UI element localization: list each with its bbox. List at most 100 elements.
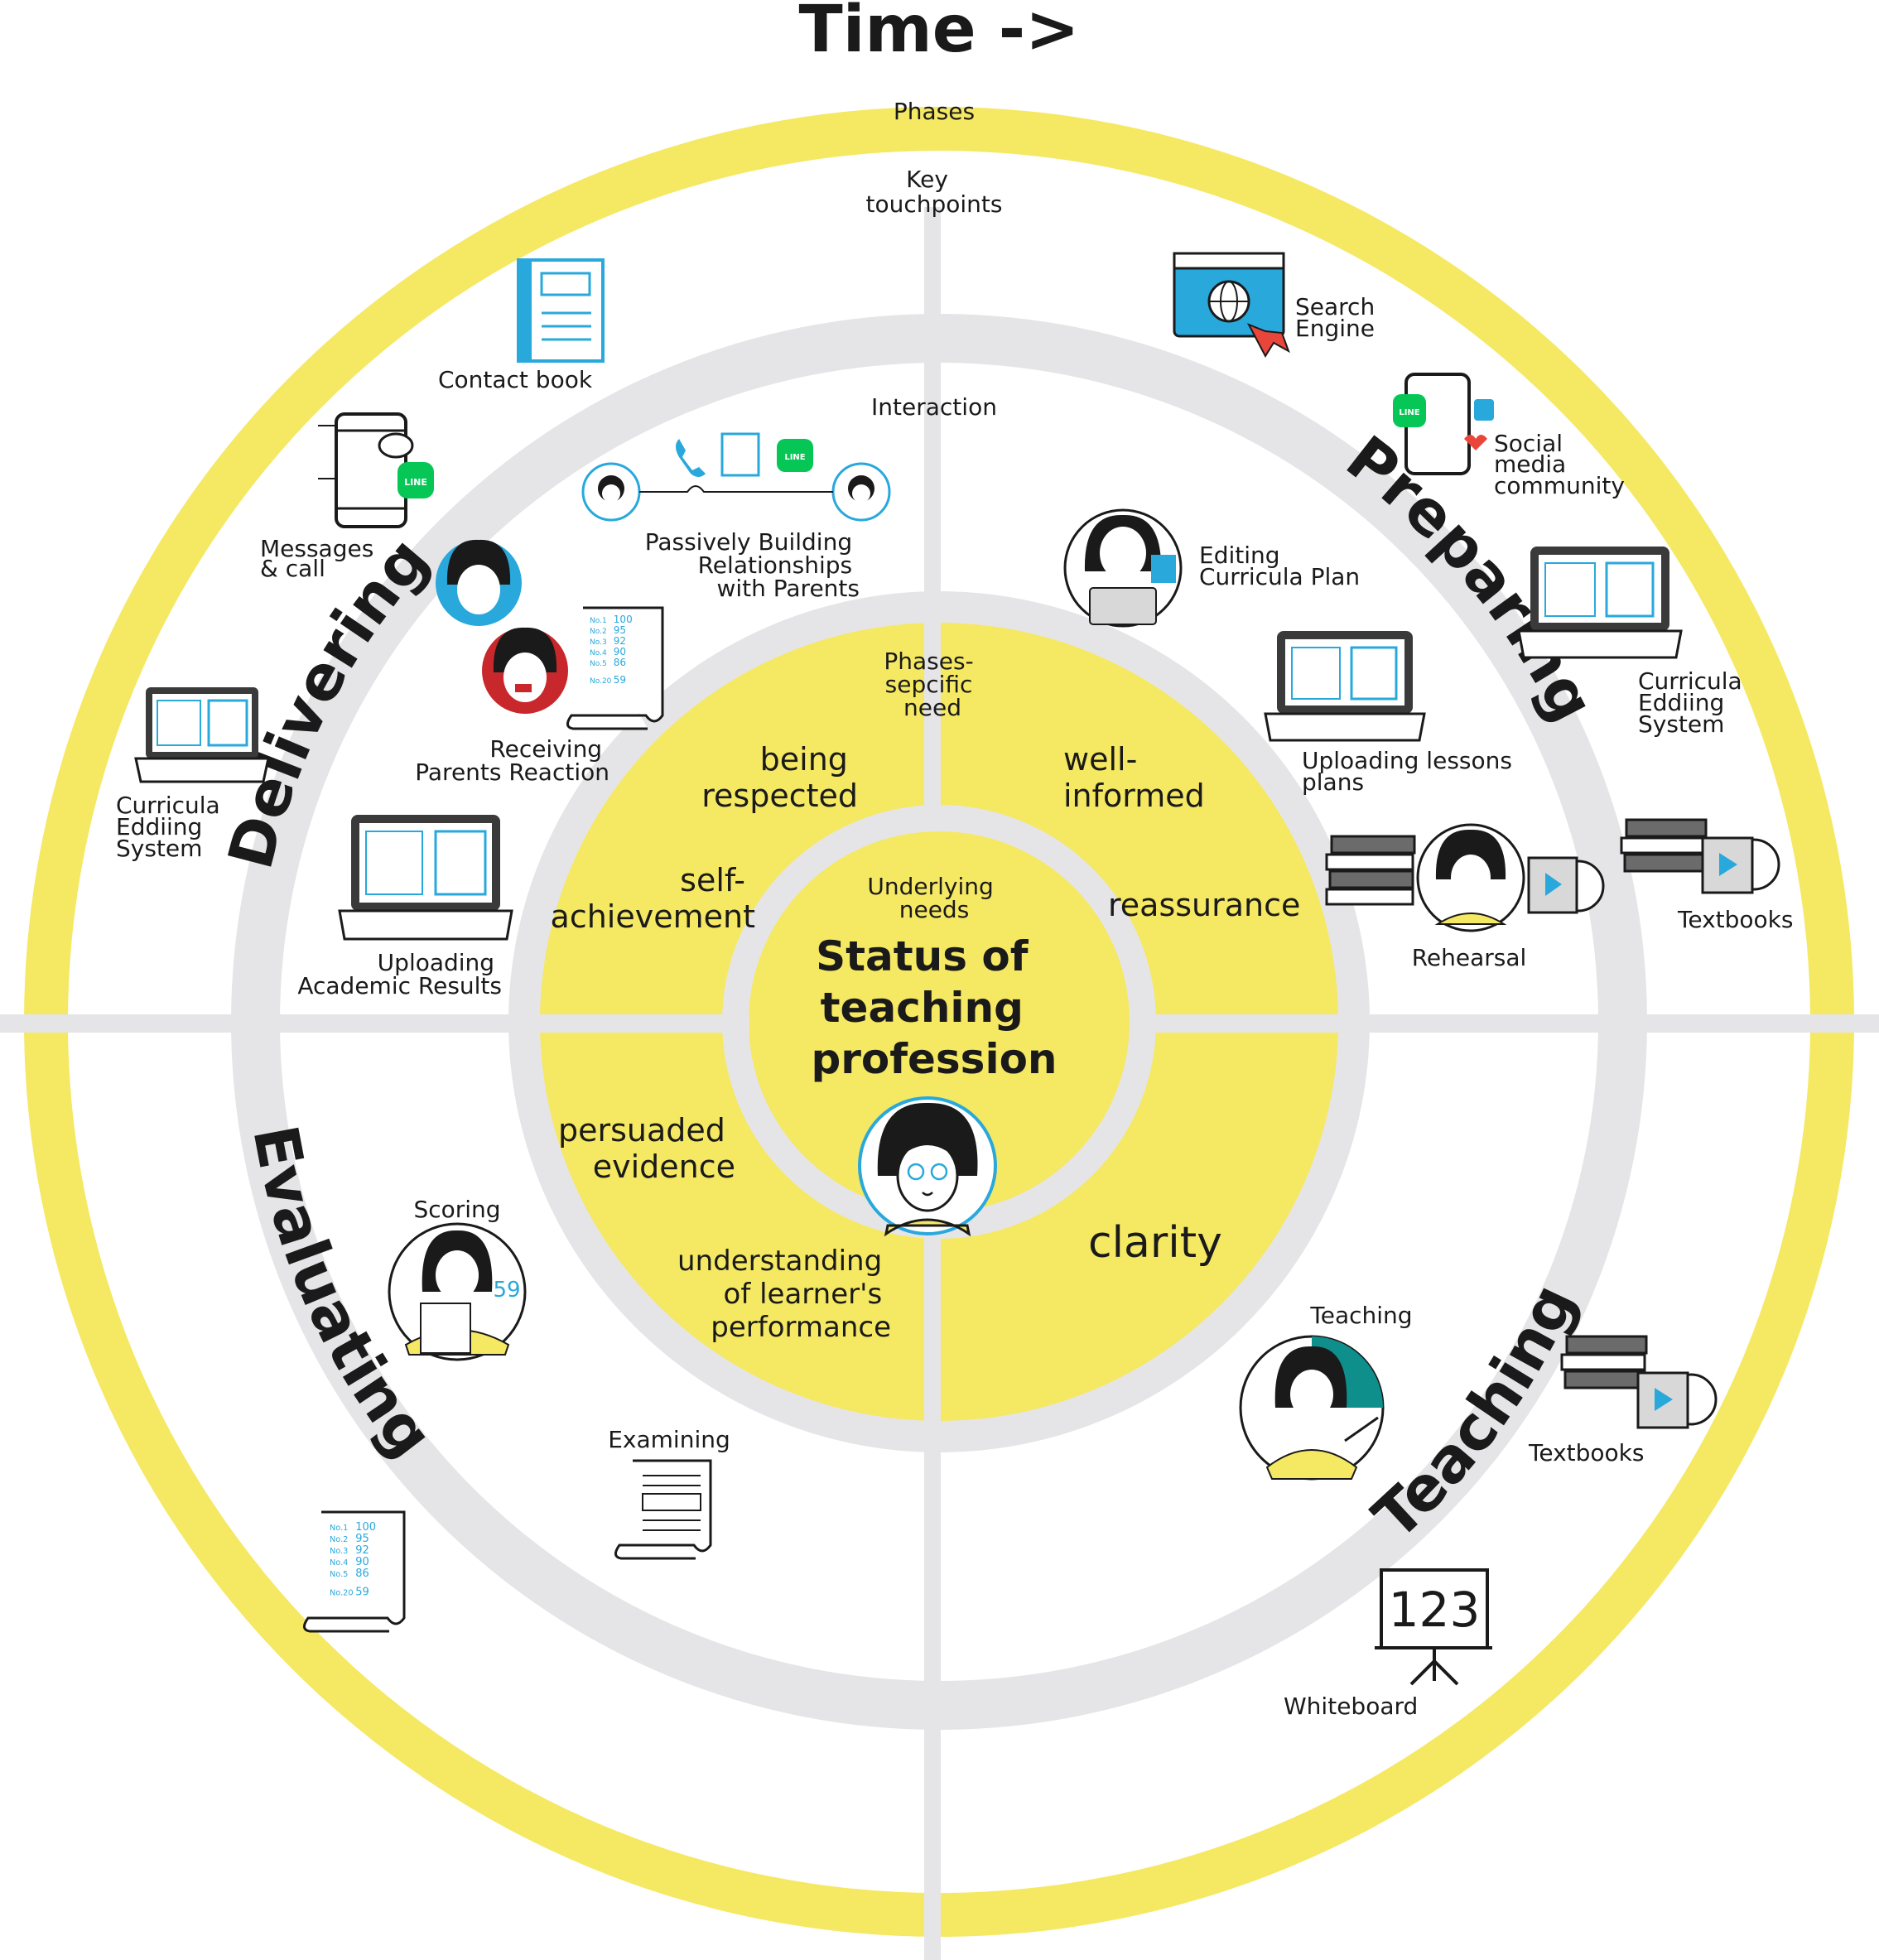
books-video-icon xyxy=(1620,818,1780,894)
curricula-system-right-touchpoint: Curricula Eddiing System xyxy=(1517,547,1750,738)
uploading-lessons-label: Uploading lessons plans xyxy=(1302,747,1520,796)
editing-plan-label: Editing Curricula Plan xyxy=(1199,542,1360,590)
score-row-number: No.5 xyxy=(590,660,607,668)
center-core xyxy=(749,831,1130,1212)
contact-book-icon xyxy=(720,432,760,477)
books-video-icon xyxy=(1560,1335,1718,1429)
underlying-needs-label: Underlying needs xyxy=(867,873,1000,923)
score-row-value: 100 xyxy=(355,1521,376,1534)
need-well-informed: well- informed xyxy=(1063,741,1205,814)
score-row-value: 59 xyxy=(355,1586,369,1598)
divider-top xyxy=(924,207,941,831)
rehearsal-interaction: Rehearsal xyxy=(1325,823,1605,971)
score-row-number: No.4 xyxy=(330,1558,348,1568)
divider-bottom xyxy=(924,1212,941,1960)
score-row-value: 59 xyxy=(614,674,626,686)
contact-book-icon xyxy=(517,258,605,363)
score-row-number: No.2 xyxy=(330,1535,348,1544)
contact-book-label: Contact book xyxy=(438,366,593,393)
score-row-number: No.4 xyxy=(590,649,607,657)
phone-social-icon: LINE xyxy=(1393,373,1494,475)
browser-globe-icon xyxy=(1173,252,1290,359)
uploading-lessons-interaction: Uploading lessons plans xyxy=(1264,631,1520,796)
search-engine-label: Search Engine xyxy=(1295,293,1382,342)
uploading-results-label: Uploading Academic Results xyxy=(297,949,502,999)
teaching-interaction: Teaching xyxy=(1239,1302,1413,1481)
textbooks-lower-label: Textbooks xyxy=(1528,1439,1644,1466)
score-row-number: No.3 xyxy=(590,638,607,647)
need-understanding: understanding of learner's performance xyxy=(677,1245,891,1344)
score-row-value: 92 xyxy=(355,1544,369,1557)
center-title: Status of teaching profession xyxy=(811,932,1057,1083)
score-row-number: No.2 xyxy=(590,628,607,636)
svg-text:LINE: LINE xyxy=(1399,408,1419,417)
score-row-value: 86 xyxy=(355,1568,369,1580)
score-sheet-icon xyxy=(566,606,664,730)
whiteboard-label: Whiteboard xyxy=(1284,1693,1418,1720)
passively-building-label: Passively Building Relationships with Pa… xyxy=(645,528,860,602)
score-row-value: 95 xyxy=(614,624,626,636)
interaction-label: Interaction xyxy=(871,393,997,421)
need-reassurance: reassurance xyxy=(1108,887,1300,923)
editing-plan-interaction: Editing Curricula Plan xyxy=(1063,508,1360,628)
phase-specific-need-label: Phases- sepcific need xyxy=(884,648,980,721)
score-row-number: No.20 xyxy=(330,1588,354,1597)
phases-ring-label: Phases xyxy=(894,98,975,125)
scoring-label: Scoring xyxy=(413,1196,500,1223)
social-media-touchpoint: LINE Social media community xyxy=(1393,373,1625,499)
messages-call-touchpoint: LINE Messages & call xyxy=(260,412,434,582)
whiteboard-icon: 123 xyxy=(1375,1568,1492,1686)
score-row-value: 90 xyxy=(614,646,626,657)
whiteboard-touchpoint: 123 Whiteboard xyxy=(1284,1568,1492,1720)
books-icon xyxy=(1325,835,1416,906)
textbooks-lower-touchpoint: Textbooks xyxy=(1528,1335,1718,1466)
scoring-interaction: Scoring 59 xyxy=(388,1196,527,1361)
score-row-value: 92 xyxy=(614,635,626,647)
divider-left xyxy=(0,1014,749,1033)
score-row-number: No.1 xyxy=(330,1524,348,1533)
curricula-system-left-touchpoint: Curricula Eddiing System xyxy=(116,687,270,862)
search-engine-touchpoint: Search Engine xyxy=(1173,252,1382,359)
examining-interaction: Examining xyxy=(608,1426,730,1560)
messages-call-label: Messages & call xyxy=(260,535,381,582)
rehearsal-label: Rehearsal xyxy=(1412,944,1527,971)
curricula-system-right-label: Curricula Eddiing System xyxy=(1638,667,1750,738)
teacher-avatar-center xyxy=(858,1096,997,1237)
phone-icon xyxy=(676,439,706,477)
laptop-icon xyxy=(134,687,270,783)
score-row-number: No.5 xyxy=(330,1570,348,1579)
laptop-icon xyxy=(338,815,513,941)
svg-text:LINE: LINE xyxy=(404,477,427,488)
need-clarity: clarity xyxy=(1088,1218,1222,1268)
score-row-value: 95 xyxy=(355,1533,369,1545)
time-title: Time -> xyxy=(798,0,1079,67)
curricula-system-left-label: Curricula Eddiing System xyxy=(116,792,228,862)
divider-right xyxy=(1130,1014,1879,1033)
receiving-reaction-label: Receiving Parents Reaction xyxy=(415,735,609,786)
teaching-label: Teaching xyxy=(1309,1302,1412,1329)
score-row-number: No.3 xyxy=(330,1547,348,1556)
textbooks-right-label: Textbooks xyxy=(1677,906,1793,933)
textbooks-right-touchpoint: Textbooks xyxy=(1620,818,1793,933)
score-row-number: No.20 xyxy=(590,677,612,686)
phone-messages-icon: LINE xyxy=(318,412,434,528)
exam-paper-icon xyxy=(614,1459,712,1560)
svg-text:LINE: LINE xyxy=(784,453,805,462)
svg-text:123: 123 xyxy=(1389,1582,1481,1638)
uploading-results-touchpoint: Uploading Academic Results xyxy=(297,815,513,999)
laptop-icon xyxy=(1517,547,1683,659)
passively-building-interaction: LINE Passively Building Relationships wi… xyxy=(581,432,891,602)
score-value: 59 xyxy=(493,1278,520,1303)
score-row-value: 100 xyxy=(614,614,633,625)
need-self-achievement: self- achievement xyxy=(551,862,755,935)
contact-book-touchpoint: Contact book xyxy=(438,258,605,393)
laptop-icon xyxy=(1264,631,1426,742)
score-row-value: 90 xyxy=(355,1556,369,1568)
key-touchpoints-label: Key touchpoints xyxy=(866,166,1003,218)
quadrant-dividers xyxy=(0,207,1879,1960)
